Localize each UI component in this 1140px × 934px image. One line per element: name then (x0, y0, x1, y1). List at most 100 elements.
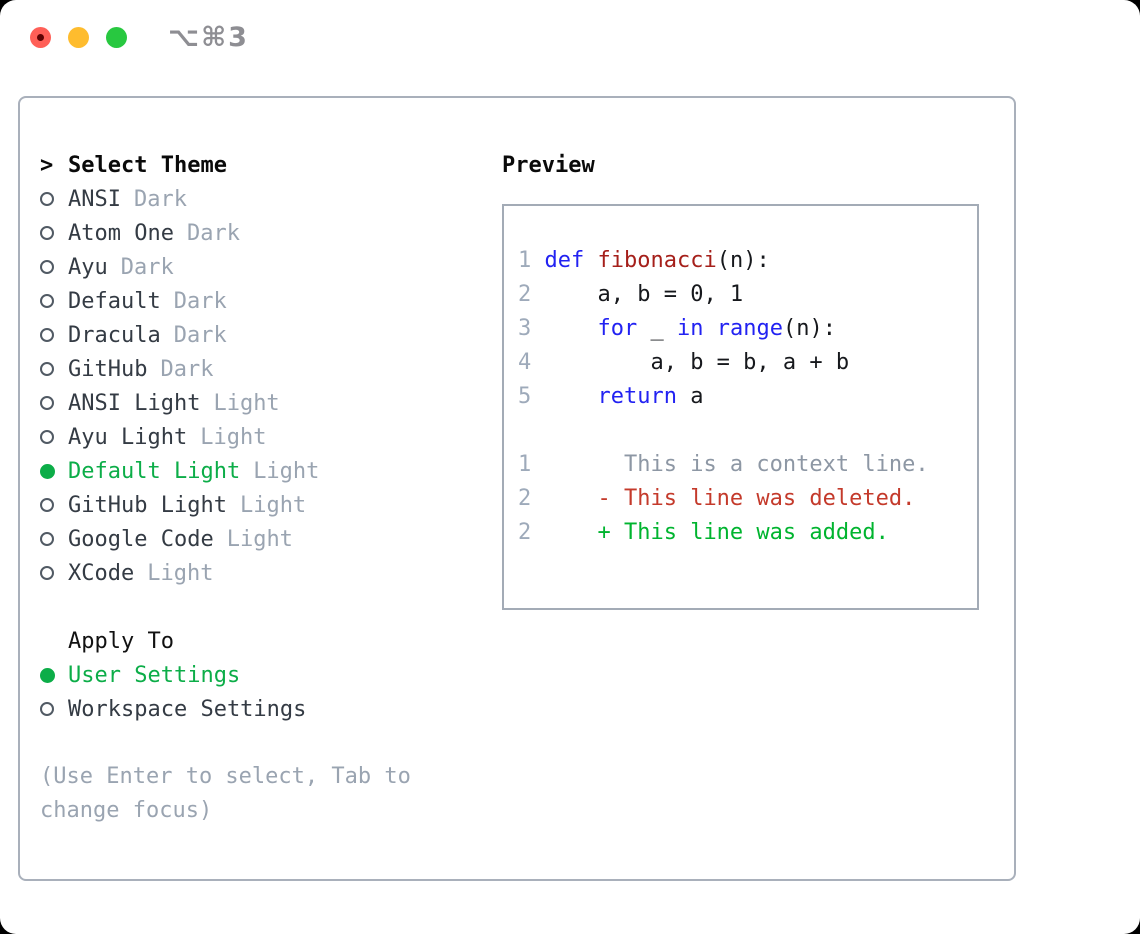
radio-unselected-icon (40, 498, 68, 512)
option-variant-label: Dark (186, 220, 240, 246)
radio-unselected-icon (40, 328, 68, 342)
titlebar: ⌥⌘3 (0, 0, 1140, 96)
radio-unselected-icon (40, 532, 68, 546)
code-segment (545, 384, 598, 409)
line-number: 1 (518, 248, 545, 273)
option-label: Ayu Light (68, 424, 188, 450)
zoom-button[interactable] (106, 27, 127, 48)
code-segment: for (597, 316, 638, 341)
radio-unselected-icon (40, 226, 68, 240)
option-variant-label: Dark (160, 356, 214, 382)
option-variant-label: Light (239, 492, 307, 518)
code-segment: in (676, 316, 704, 341)
option-label: Ayu (68, 254, 108, 280)
apply-to-title: Apply To (68, 628, 174, 654)
code-segment: return (597, 384, 677, 409)
option-variant-label: Dark (173, 322, 227, 348)
line-number: 2 (518, 282, 545, 307)
theme-option-dracula[interactable]: Dracula Dark (40, 318, 460, 352)
theme-option-github[interactable]: GitHub Dark (40, 352, 460, 386)
radio-selected-icon (40, 667, 68, 683)
option-variant-label: Light (213, 390, 280, 416)
line-number: 2 (518, 520, 545, 545)
theme-option-ayu[interactable]: Ayu Dark (40, 250, 460, 284)
theme-option-ayu-light[interactable]: Ayu Light Light (40, 420, 460, 454)
radio-unselected-icon (40, 260, 68, 274)
line-number: 4 (518, 350, 545, 375)
preview-column: Preview 1 def fibonacci(n):2 a, b = 0, 1… (502, 148, 979, 610)
code-line: 2 - This line was deleted. (518, 482, 977, 516)
option-label: User Settings (68, 662, 241, 688)
code-line: 2 a, b = 0, 1 (518, 278, 977, 312)
code-segment: a, b = 0, 1 (544, 282, 744, 307)
code-segment: def (544, 248, 585, 273)
apply-option-workspace-settings[interactable]: Workspace Settings (40, 692, 460, 726)
theme-option-default-light[interactable]: Default Light Light (40, 454, 460, 488)
line-number: 1 (518, 452, 545, 477)
apply-to-header: Apply To (40, 624, 460, 658)
line-number: 2 (518, 486, 545, 511)
option-variant-label: Light (147, 560, 214, 586)
radio-unselected-icon (40, 702, 68, 716)
code-segment: (n): (716, 248, 770, 273)
code-segment (545, 316, 598, 341)
spacer (40, 726, 460, 760)
code-line: 5 return a (518, 380, 977, 414)
theme-option-atom-one[interactable]: Atom One Dark (40, 216, 460, 250)
option-label: GitHub (68, 356, 148, 382)
close-button[interactable] (30, 27, 51, 48)
code-line (518, 414, 977, 448)
option-label: Dracula (68, 322, 161, 348)
radio-unselected-icon (40, 294, 68, 308)
apply-option-user-settings[interactable]: User Settings (40, 658, 460, 692)
option-variant-label: Dark (133, 186, 187, 212)
code-segment: a, b = b, a + b (544, 350, 850, 375)
select-theme-header: > Select Theme (40, 148, 460, 182)
radio-unselected-icon (40, 396, 68, 410)
radio-unselected-icon (40, 430, 68, 444)
option-label: Workspace Settings (68, 696, 307, 722)
code-segment: This is a context line. (544, 452, 929, 477)
option-label: Atom One (68, 220, 174, 246)
minimize-button[interactable] (68, 27, 89, 48)
theme-option-ansi[interactable]: ANSI Dark (40, 182, 460, 216)
option-label: ANSI Light (68, 390, 201, 416)
code-line: 1 def fibonacci(n): (518, 244, 977, 278)
prompt-icon: > (40, 152, 54, 178)
option-label: ANSI (68, 186, 121, 212)
code-segment (703, 316, 716, 341)
code-line: 3 for _ in range(n): (518, 312, 977, 346)
code-line: 2 + This line was added. (518, 516, 977, 550)
close-dot-icon (37, 34, 44, 41)
code-segment: fibonacci (597, 248, 717, 273)
preview-title: Preview (502, 152, 595, 178)
select-theme-title: Select Theme (68, 152, 227, 178)
option-variant-label: Dark (120, 254, 174, 280)
code-segment (584, 248, 597, 273)
radio-selected-icon (40, 463, 68, 479)
help-text: (Use Enter to select, Tab to change focu… (40, 764, 411, 823)
option-label: Default Light (68, 458, 241, 484)
option-variant-label: Dark (173, 288, 227, 314)
window-title: ⌥⌘3 (168, 22, 249, 53)
preview-header: Preview (502, 148, 979, 182)
code-segment: _ (637, 316, 677, 341)
code-segment: - This line was deleted. (544, 486, 916, 511)
code-segment: (n): (782, 316, 836, 341)
code-segment: a (676, 384, 704, 409)
option-variant-label: Light (253, 458, 320, 484)
theme-option-ansi-light[interactable]: ANSI Light Light (40, 386, 460, 420)
option-variant-label: Light (200, 424, 267, 450)
option-variant-label: Light (226, 526, 293, 552)
code-line: 4 a, b = b, a + b (518, 346, 977, 380)
spacer (40, 590, 460, 624)
radio-unselected-icon (40, 192, 68, 206)
